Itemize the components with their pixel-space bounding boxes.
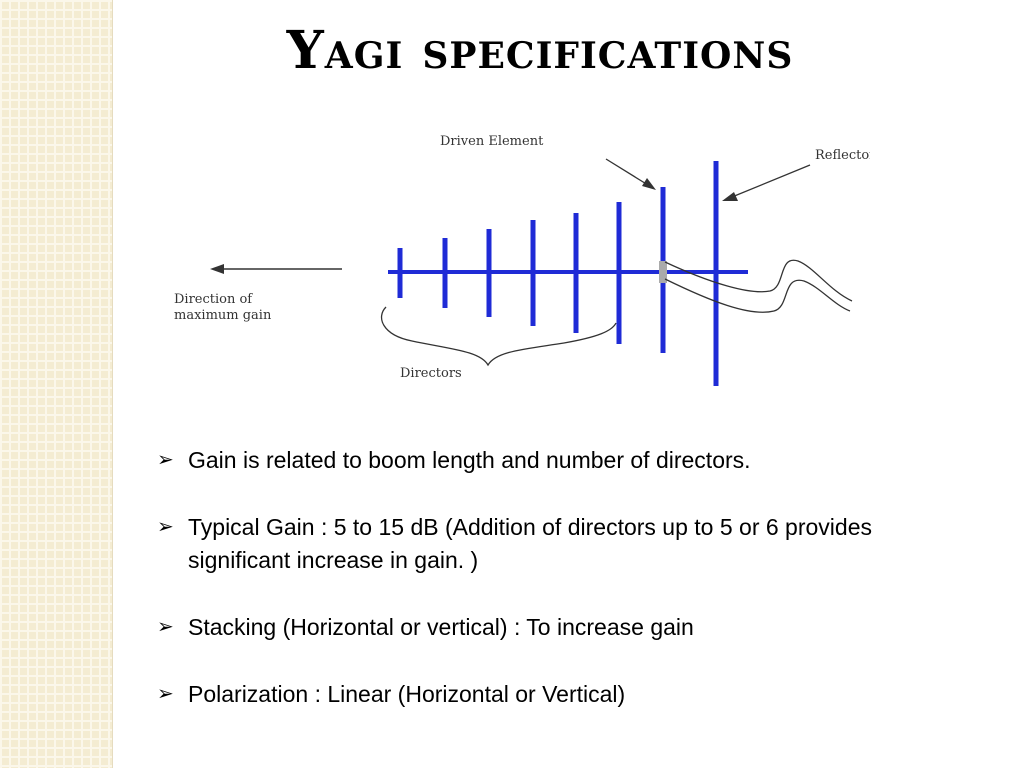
arrow-bullet-icon: ➢ (157, 683, 174, 705)
feed-point (659, 261, 667, 283)
directors-label: Directors (400, 366, 462, 381)
bullet-list: ➢ Gain is related to boom length and num… (157, 444, 957, 745)
bullet-text: Typical Gain : 5 to 15 dB (Addition of d… (188, 514, 872, 573)
reflector-pointer (722, 164, 811, 201)
direction-label-line1: Direction of (174, 292, 253, 307)
arrow-bullet-icon: ➢ (157, 616, 174, 638)
directors-brace (380, 306, 617, 367)
bullet-text: Stacking (Horizontal or vertical) : To i… (188, 614, 694, 640)
director-elements (397, 202, 622, 344)
bullet-item: ➢ Polarization : Linear (Horizontal or V… (157, 678, 957, 711)
slide-title: Yagi specifications (286, 20, 794, 81)
bullet-item: ➢ Typical Gain : 5 to 15 dB (Addition of… (157, 511, 957, 577)
bullet-item: ➢ Stacking (Horizontal or vertical) : To… (157, 611, 957, 644)
reflector-label: Reflector (815, 148, 870, 163)
feed-line (664, 259, 853, 313)
direction-arrow (210, 264, 342, 274)
decorative-side-strip (0, 0, 113, 768)
bullet-text: Gain is related to boom length and numbe… (188, 447, 751, 473)
arrow-bullet-icon: ➢ (157, 449, 174, 471)
direction-label-line2: maximum gain (174, 308, 272, 323)
bullet-item: ➢ Gain is related to boom length and num… (157, 444, 957, 477)
arrow-bullet-icon: ➢ (157, 516, 174, 538)
bullet-text: Polarization : Linear (Horizontal or Ver… (188, 681, 626, 707)
driven-element-label: Driven Element (440, 134, 544, 149)
driven-element-pointer (605, 158, 656, 190)
yagi-antenna-diagram: Direction of maximum gain Directors Driv… (174, 134, 870, 386)
